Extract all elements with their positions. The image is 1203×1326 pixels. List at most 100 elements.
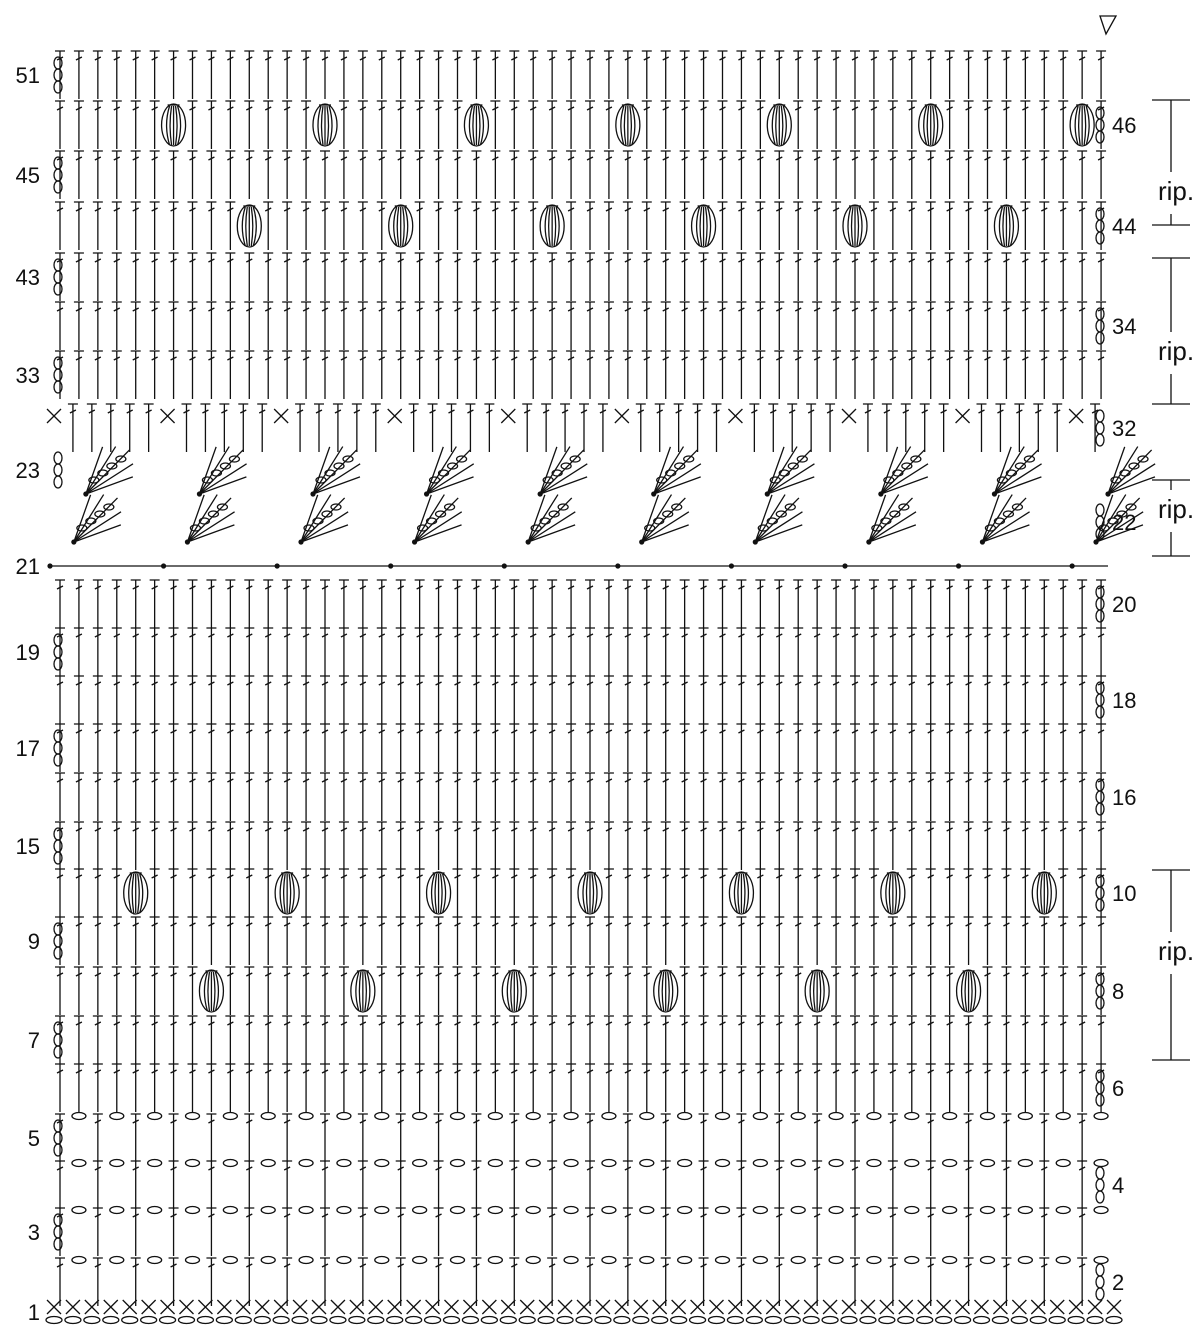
double-crochet-symbol — [415, 917, 425, 965]
double-crochet-symbol — [188, 253, 198, 301]
single-crochet-symbol — [1031, 1300, 1045, 1314]
double-crochet-symbol — [1001, 1208, 1011, 1256]
double-crochet-symbol — [718, 628, 728, 676]
double-crochet-symbol — [699, 1114, 709, 1162]
repeat-brackets: rip.rip.rip.rip. — [1152, 100, 1194, 1060]
double-crochet-symbol — [547, 1016, 557, 1064]
double-crochet-symbol — [793, 1064, 803, 1112]
double-crochet-symbol — [736, 1161, 746, 1209]
double-crochet-symbol — [150, 351, 160, 399]
double-crochet-symbol — [736, 580, 746, 628]
double-crochet-symbol — [471, 580, 481, 628]
double-crochet-symbol — [1058, 869, 1068, 917]
double-crochet-symbol — [182, 404, 192, 452]
single-crochet-symbol — [615, 1300, 629, 1314]
double-crochet-symbol — [1020, 1016, 1030, 1064]
single-crochet-symbol — [180, 1300, 194, 1314]
double-crochet-symbol — [93, 917, 103, 965]
double-crochet-symbol — [528, 253, 538, 301]
double-crochet-symbol — [547, 822, 557, 870]
double-crochet-symbol — [1052, 404, 1062, 452]
double-crochet-symbol — [699, 628, 709, 676]
double-crochet-symbol — [434, 151, 444, 199]
single-crochet-symbol — [1012, 1300, 1026, 1314]
double-crochet-symbol — [812, 202, 822, 250]
double-crochet-symbol — [585, 1208, 595, 1256]
double-crochet-symbol — [736, 1016, 746, 1064]
double-crochet-symbol — [263, 151, 273, 199]
double-crochet-symbol — [736, 1114, 746, 1162]
double-crochet-symbol — [812, 1208, 822, 1256]
double-crochet-symbol — [774, 302, 784, 350]
double-crochet-symbol — [453, 580, 463, 628]
double-crochet-symbol — [964, 101, 974, 149]
chain-symbol — [614, 1317, 630, 1324]
double-crochet-symbol — [793, 628, 803, 676]
double-crochet-symbol — [661, 1114, 671, 1162]
chain-symbol — [148, 1257, 162, 1264]
double-crochet-symbol — [74, 917, 84, 965]
double-crochet-symbol — [926, 676, 936, 724]
double-crochet-symbol — [206, 773, 216, 821]
double-crochet-symbol — [169, 917, 179, 965]
double-crochet-symbol — [755, 1016, 765, 1064]
double-crochet-symbol — [598, 404, 608, 452]
double-crochet-symbol — [983, 628, 993, 676]
double-crochet-symbol — [945, 1016, 955, 1064]
double-crochet-symbol — [93, 1064, 103, 1112]
double-crochet-symbol — [282, 1114, 292, 1162]
double-crochet-symbol — [850, 1208, 860, 1256]
double-crochet-symbol — [888, 1114, 898, 1162]
double-crochet-symbol — [490, 1064, 500, 1112]
double-crochet-symbol — [93, 628, 103, 676]
chain-symbol — [46, 1317, 62, 1324]
double-crochet-symbol — [547, 1064, 557, 1112]
double-crochet-symbol — [812, 676, 822, 724]
chain-symbol — [375, 1113, 389, 1120]
double-crochet-symbol — [434, 253, 444, 301]
double-crochet-symbol — [396, 628, 406, 676]
chain-symbol — [54, 1144, 62, 1156]
double-crochet-symbol — [699, 1161, 709, 1209]
single-crochet-symbol — [842, 1300, 856, 1314]
double-crochet-symbol — [699, 724, 709, 772]
double-crochet-symbol — [453, 628, 463, 676]
double-crochet-symbol — [964, 1208, 974, 1256]
double-crochet-symbol — [907, 1016, 917, 1064]
double-crochet-symbol — [1020, 967, 1030, 1015]
double-crochet-symbol — [150, 253, 160, 301]
double-crochet-symbol — [415, 151, 425, 199]
double-crochet-symbol — [674, 404, 684, 452]
double-crochet-symbol — [907, 1064, 917, 1112]
single-crochet-symbol — [672, 1300, 686, 1314]
single-crochet-symbol — [842, 409, 856, 423]
repeat-label: rip. — [1158, 336, 1194, 366]
single-crochet-symbol — [728, 1300, 742, 1314]
double-crochet-symbol — [661, 822, 671, 870]
double-crochet-symbol — [282, 628, 292, 676]
double-crochet-symbol — [112, 1064, 122, 1112]
double-crochet-symbol — [945, 822, 955, 870]
double-crochet-symbol — [244, 628, 254, 676]
double-crochet-symbol — [566, 917, 576, 965]
chain-symbol — [54, 852, 62, 864]
double-crochet-symbol — [434, 628, 444, 676]
double-crochet-symbol — [642, 51, 652, 99]
double-crochet-symbol — [415, 101, 425, 149]
chain-symbol — [602, 1257, 616, 1264]
chain-symbol — [54, 381, 62, 393]
double-crochet-symbol — [680, 773, 690, 821]
double-crochet-symbol — [623, 1064, 633, 1112]
double-crochet-symbol — [661, 580, 671, 628]
double-crochet-symbol — [926, 1258, 936, 1306]
double-crochet-symbol — [131, 628, 141, 676]
chain-symbol — [337, 1160, 351, 1167]
double-crochet-symbol — [225, 302, 235, 350]
double-crochet-symbol — [850, 1258, 860, 1306]
double-crochet-symbol — [755, 202, 765, 250]
double-crochet-symbol — [1014, 404, 1024, 452]
double-crochet-symbol — [93, 101, 103, 149]
chain-symbol — [936, 1317, 952, 1324]
double-crochet-symbol — [604, 351, 614, 399]
chain-symbol — [444, 1317, 460, 1324]
